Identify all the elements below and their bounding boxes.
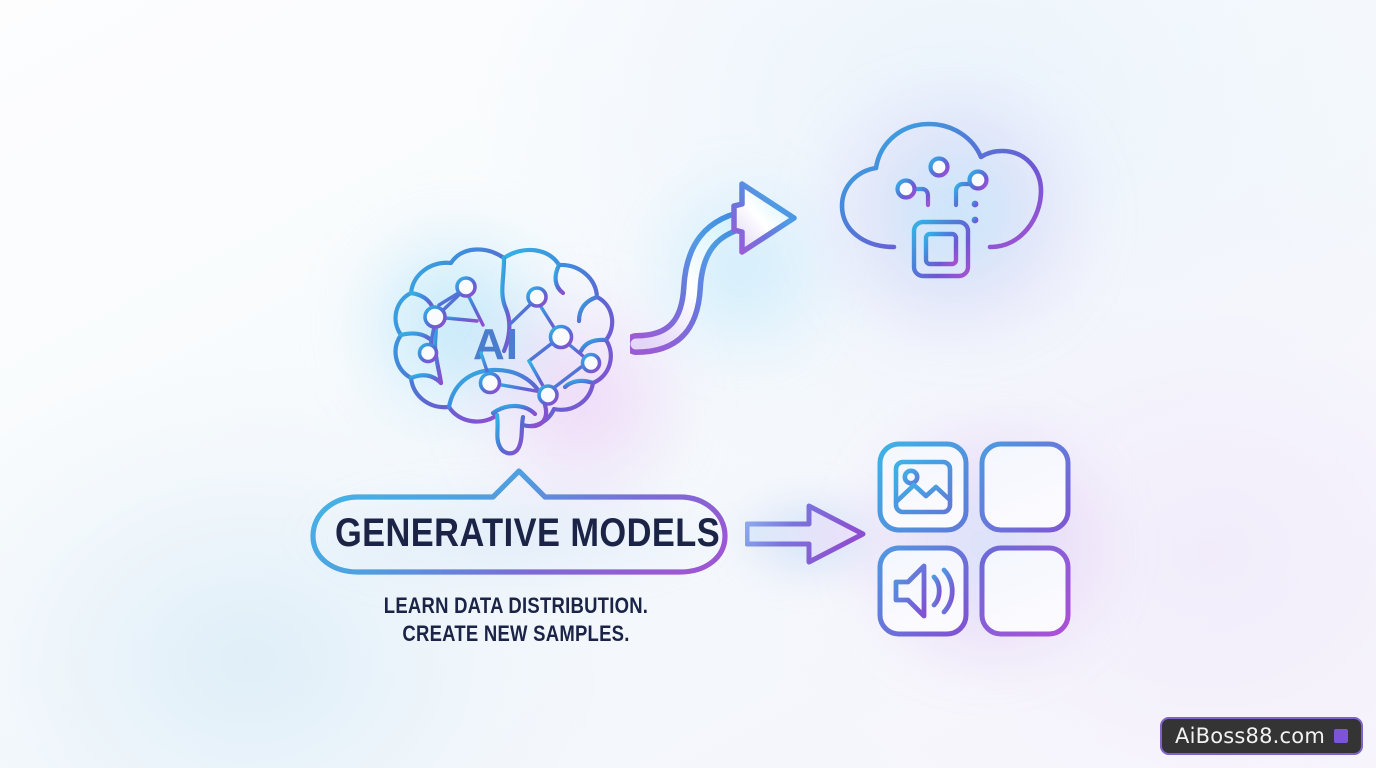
watermark-text: AiBoss88.com	[1175, 724, 1325, 748]
cloud-outline	[839, 121, 1044, 250]
subtitle-line-2: CREATE NEW SAMPLES.	[402, 621, 630, 646]
image-tile-frame	[877, 441, 969, 533]
curve-arrow-core	[630, 212, 760, 350]
output-tile-audio[interactable]	[877, 545, 969, 637]
ai-brain-icon: AI	[393, 247, 615, 456]
generated-output-types	[877, 441, 1071, 637]
subtitle-line-1: LEARN DATA DISTRIBUTION.	[383, 593, 649, 618]
straight-arrow-models-to-outputs	[745, 503, 866, 565]
text-tile-frame	[979, 545, 1071, 637]
straight-arrow-shape	[745, 503, 866, 565]
output-tile-text[interactable]	[979, 545, 1071, 637]
image-icon	[893, 459, 953, 515]
text-lines-icon	[996, 564, 1054, 617]
curved-arrow-brain-to-cloud	[630, 181, 797, 355]
curve-arrow-head	[731, 181, 797, 255]
pill-outline	[310, 468, 728, 575]
brain-ai-text: AI	[473, 320, 519, 369]
connection-nodes	[895, 156, 989, 208]
output-tile-image[interactable]	[877, 441, 969, 533]
page-title: GENERATIVE MODELS	[334, 511, 721, 555]
cpu-chip-icon	[901, 209, 981, 289]
watermark-badge[interactable]: AiBoss88.com	[1160, 717, 1363, 755]
generative-models-pill	[310, 468, 728, 575]
cloud-ai-chip-icon	[839, 121, 1044, 289]
watermark-square-icon	[1334, 729, 1348, 743]
subtitle-block: LEARN DATA DISTRIBUTION. CREATE NEW SAMP…	[331, 592, 701, 648]
waveform-icon	[993, 457, 1063, 517]
output-tile-waveform[interactable]	[979, 441, 1071, 533]
speaker-icon	[893, 563, 955, 619]
